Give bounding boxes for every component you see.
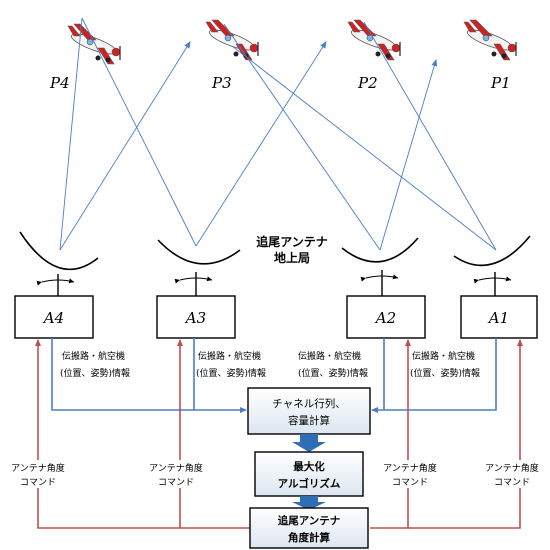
dish-a2-icon bbox=[341, 237, 419, 263]
dish-a4-icon bbox=[19, 231, 99, 271]
angle-box-line1: 追尾アンテナ bbox=[278, 514, 341, 527]
path-a1-p2 bbox=[363, 21, 497, 251]
path-a2-p1 bbox=[379, 59, 438, 251]
flow-arrow-2-icon bbox=[292, 496, 326, 510]
path-a3-p4 bbox=[81, 17, 197, 247]
antenna-dishes bbox=[19, 231, 531, 271]
channel-box-line2: 容量計算 bbox=[288, 414, 330, 427]
antenna-label-a2: A2 bbox=[374, 309, 396, 327]
command-label-a3-line2: コマンド bbox=[158, 478, 194, 488]
command-label-a2-line2: コマンド bbox=[392, 478, 428, 488]
plane-label-p1: P1 bbox=[490, 74, 511, 92]
info-label-a1-line2: (位置、姿勢)情報 bbox=[410, 367, 480, 379]
info-label-a4-line2: (位置、姿勢)情報 bbox=[60, 367, 130, 379]
optimization-box-line1: 最大化 bbox=[293, 460, 325, 473]
airplane-p4-icon bbox=[67, 23, 121, 65]
antenna-label-a3: A3 bbox=[184, 309, 206, 327]
info-label-a1-line1: 伝搬路・航空機 bbox=[412, 350, 475, 362]
plane-label-p2: P2 bbox=[357, 74, 378, 92]
angle-box-line2: 角度計算 bbox=[288, 531, 330, 544]
command-label-a4-line1: アンテナ角度 bbox=[11, 462, 65, 474]
optimization-box: 最大化 アルゴリズム bbox=[254, 451, 364, 497]
info-label-a2-line2: (位置、姿勢)情報 bbox=[298, 367, 368, 379]
path-a4-p4 bbox=[59, 17, 83, 251]
info-label-a2-line1: 伝搬路・航空機 bbox=[298, 350, 361, 362]
channel-box-line1: チャネル行列、 bbox=[272, 397, 345, 410]
path-a2-p3 bbox=[223, 23, 381, 251]
antenna-boxes bbox=[14, 295, 538, 339]
channel-box: チャネル行列、 容量計算 bbox=[247, 387, 371, 435]
info-flows bbox=[51, 338, 497, 413]
plane-label-p3: P3 bbox=[211, 74, 232, 92]
command-label-a3-line1: アンテナ角度 bbox=[149, 462, 203, 474]
airplane-p3-icon bbox=[205, 19, 259, 61]
info-label-a4-line1: 伝搬路・航空機 bbox=[62, 350, 125, 362]
dish-a3-icon bbox=[157, 239, 241, 265]
angle-box: 追尾アンテナ 角度計算 bbox=[249, 507, 369, 549]
command-label-a1-line1: アンテナ角度 bbox=[485, 462, 539, 474]
command-labels: アンテナ角度 コマンド アンテナ角度 コマンド アンテナ角度 コマンド アンテナ… bbox=[2, 460, 548, 488]
path-a3-p2 bbox=[195, 41, 327, 247]
antenna-label-a4: A4 bbox=[42, 309, 64, 327]
plane-label-p4: P4 bbox=[49, 74, 70, 92]
dish-a1-icon bbox=[453, 235, 531, 267]
propagation-paths bbox=[59, 17, 497, 251]
antenna-masts bbox=[57, 270, 496, 296]
info-label-a3-line2: (位置、姿勢)情報 bbox=[196, 367, 266, 379]
info-label-a3-line1: 伝搬路・航空機 bbox=[198, 350, 261, 362]
antenna-label-a1: A1 bbox=[487, 309, 509, 327]
path-a4-p3 bbox=[59, 41, 191, 251]
station-label-line2: 地上局 bbox=[274, 250, 310, 265]
command-label-a1-line2: コマンド bbox=[494, 478, 530, 488]
command-flows bbox=[35, 339, 523, 529]
rotation-arrows bbox=[36, 274, 512, 286]
station-label-line1: 追尾アンテナ bbox=[256, 234, 328, 249]
command-label-a4-line2: コマンド bbox=[20, 478, 56, 488]
airplane-p1-icon bbox=[463, 19, 517, 61]
optimization-box-line2: アルゴリズム bbox=[278, 477, 341, 490]
command-label-a2-line1: アンテナ角度 bbox=[383, 462, 437, 474]
flow-arrow-1-icon bbox=[292, 434, 326, 452]
path-a1-p3 bbox=[231, 45, 497, 251]
